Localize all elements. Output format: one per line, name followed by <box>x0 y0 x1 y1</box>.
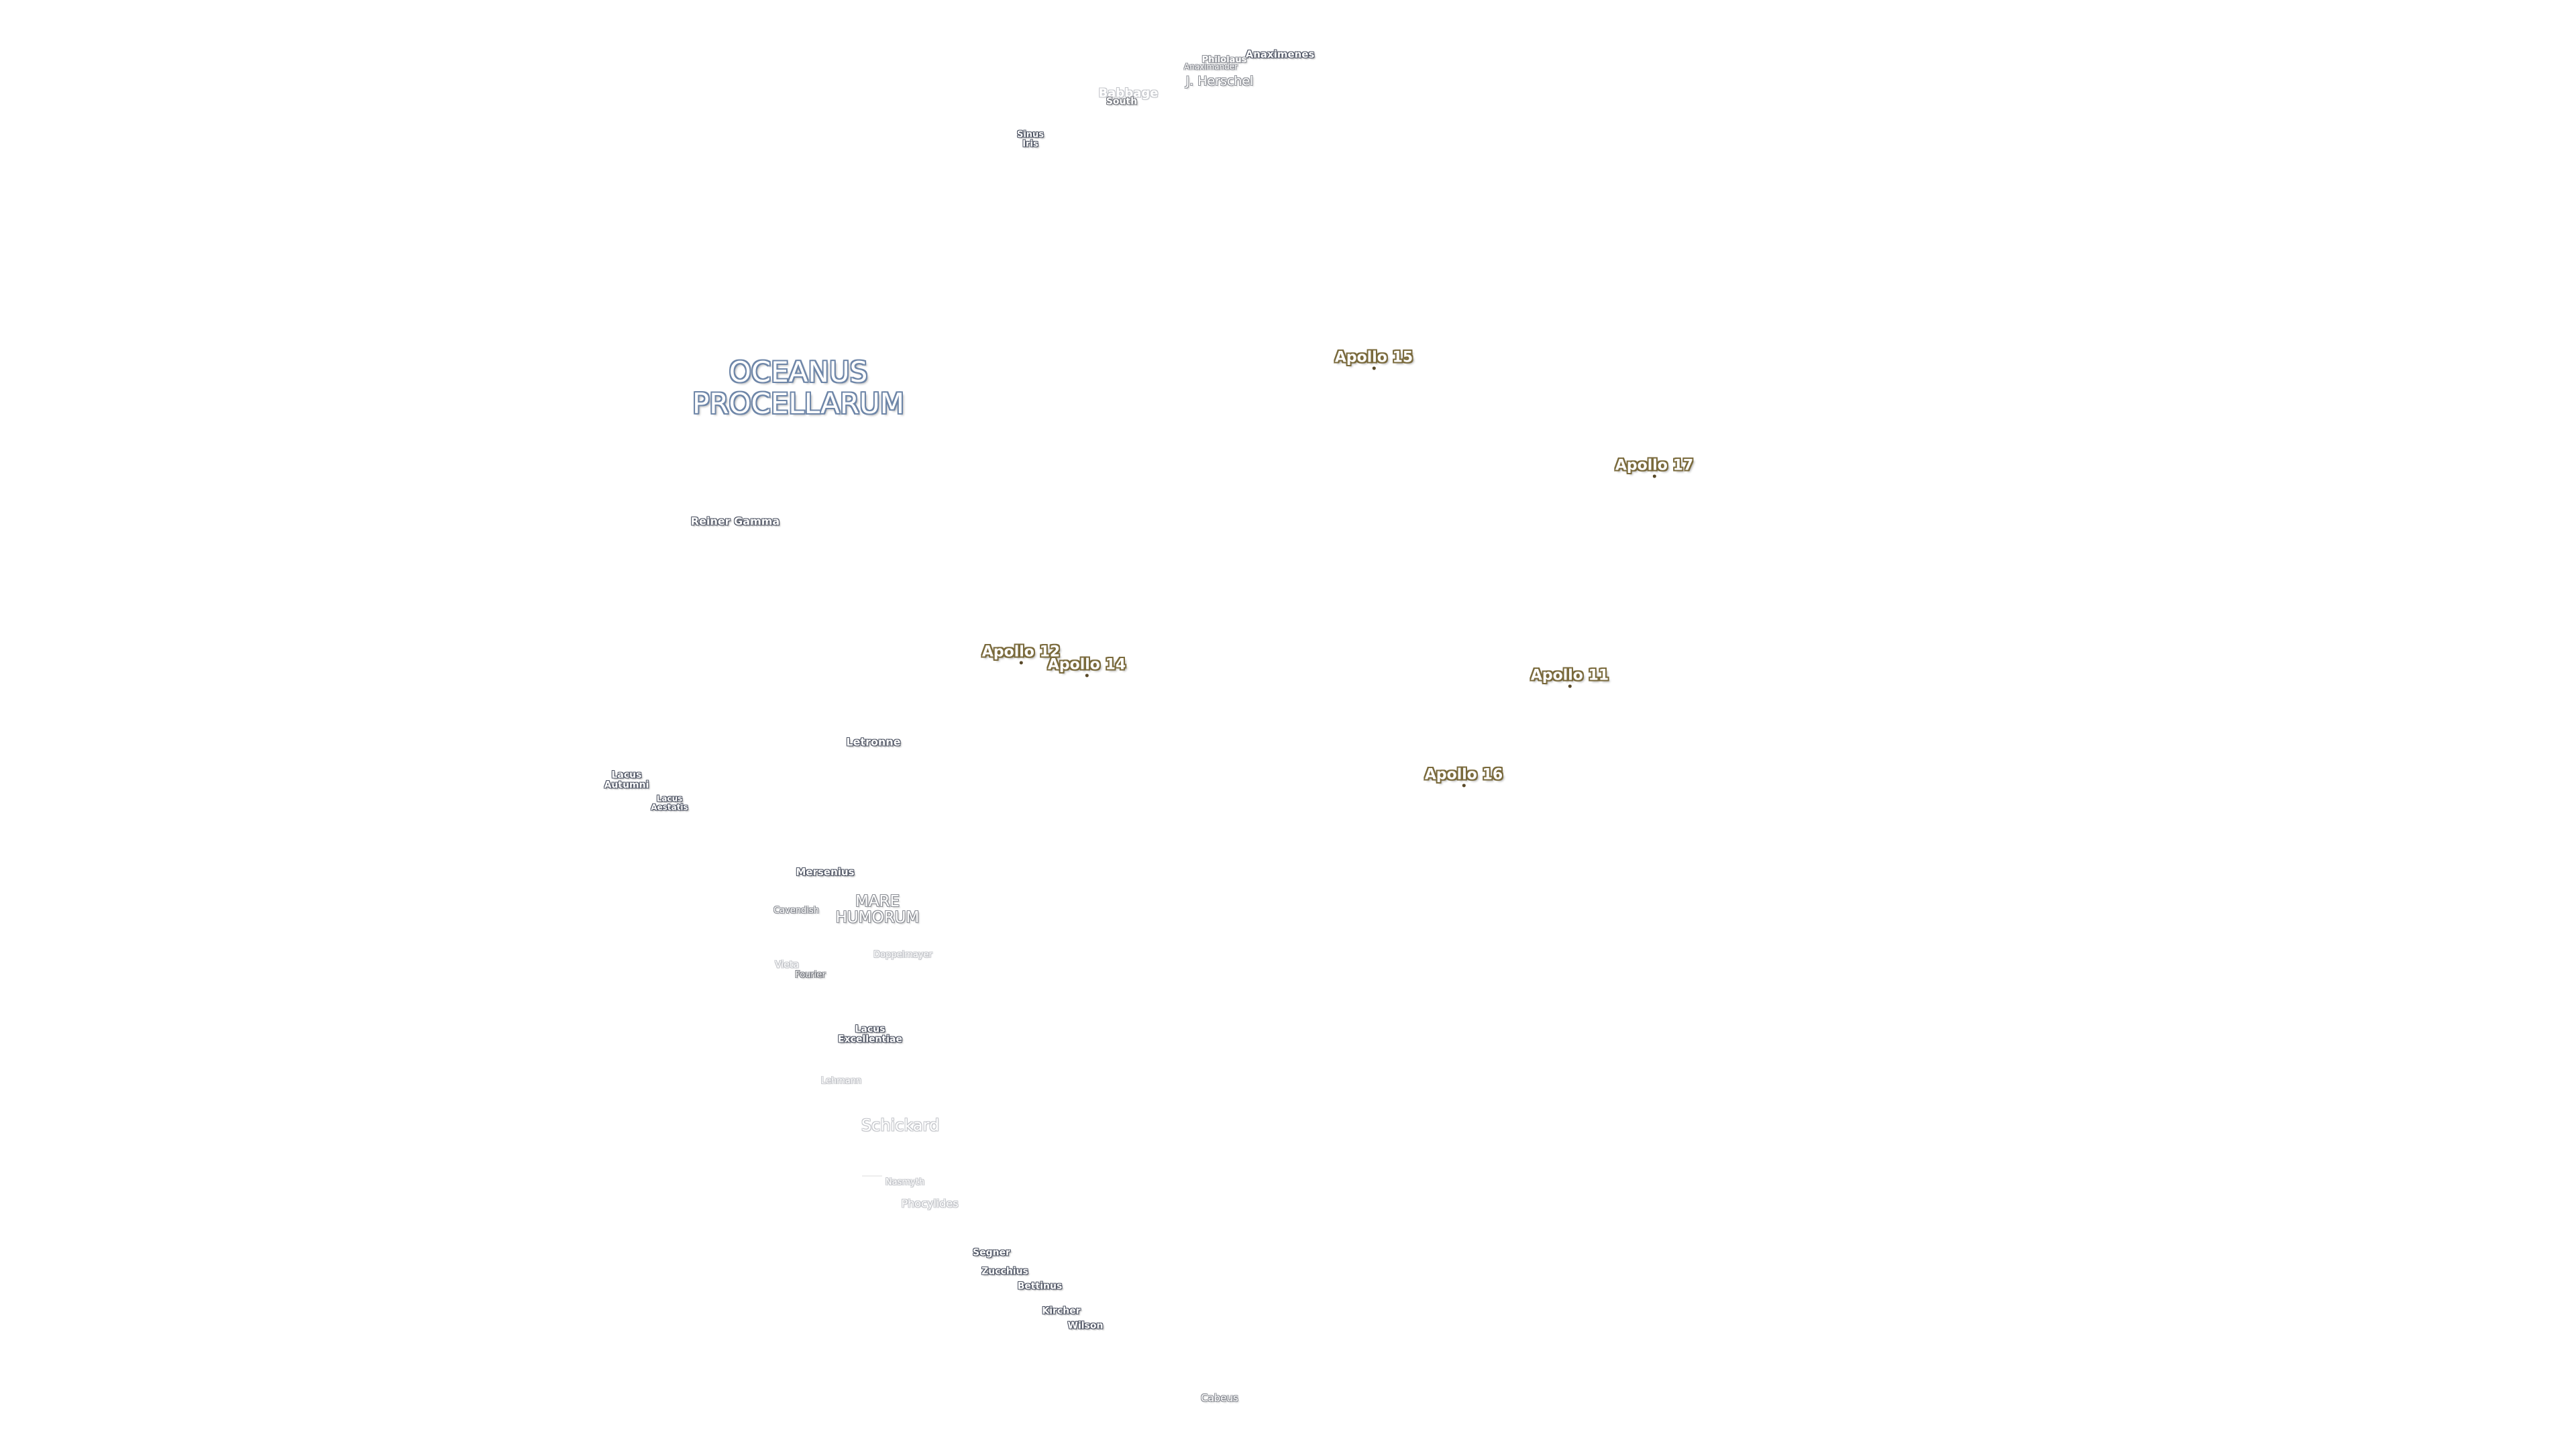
label-nasmyth[interactable]: Nasmyth <box>885 1177 925 1188</box>
label-doppelmayer[interactable]: Doppelmayer <box>873 950 932 961</box>
apollo-14-marker[interactable]: Apollo 14 <box>1047 656 1126 678</box>
apollo-11-marker[interactable]: Apollo 11 <box>1530 667 1609 688</box>
label-babbage[interactable]: Babbage <box>1098 86 1159 101</box>
label-schickard[interactable]: Schickard <box>861 1116 940 1135</box>
label-sinus-iris-line2: Iris <box>1022 139 1038 149</box>
apollo-12-marker[interactable]: Apollo 12 <box>981 643 1061 665</box>
label-wilson[interactable]: Wilson <box>1067 1320 1104 1332</box>
label-sinus-iris-line1: Sinus <box>1016 129 1044 140</box>
label-lacus-autumni[interactable]: Lacus Autumni <box>604 770 649 790</box>
sea-label-humorum: HUMORUM <box>835 909 920 926</box>
label-lacus-autumni-line1: Lacus <box>611 769 642 781</box>
label-phocylides[interactable]: Phocylides <box>901 1197 959 1210</box>
label-mersenius[interactable]: Mersenius <box>796 866 855 879</box>
label-lacus-excellentiae[interactable]: Lacus Excellentiae <box>838 1024 902 1044</box>
label-anaximenes[interactable]: Anaximenes <box>1245 48 1315 61</box>
label-lehmann[interactable]: Lehmann <box>820 1076 862 1087</box>
sea-label-mare-humorum[interactable]: MARE HUMORUM <box>836 894 920 926</box>
label-vieta[interactable]: Vieta <box>775 959 799 971</box>
label-lacus-autumni-line2: Autumni <box>604 780 649 790</box>
sea-label-oceanus: OCEANUS <box>729 355 868 388</box>
label-lacus-excellentiae-line1: Lacus <box>855 1024 885 1035</box>
apollo-15-marker[interactable]: Apollo 15 <box>1334 349 1413 370</box>
faint-trace-line <box>862 1175 882 1177</box>
label-letronne[interactable]: Letronne <box>846 735 901 749</box>
label-lacus-aestatis[interactable]: Lacus Aestatis <box>651 794 688 811</box>
label-kircher[interactable]: Kircher <box>1042 1305 1081 1317</box>
label-sinus-iris[interactable]: Sinus Iris <box>1017 130 1044 148</box>
label-cavendish[interactable]: Cavendish <box>773 906 819 916</box>
apollo-16-marker[interactable]: Apollo 16 <box>1424 766 1503 788</box>
sea-label-mare: MARE <box>855 892 900 910</box>
label-segner[interactable]: Segner <box>973 1247 1010 1258</box>
apollo-17-marker[interactable]: Apollo 17 <box>1615 457 1694 478</box>
label-reiner-gamma[interactable]: Reiner Gamma <box>690 515 780 528</box>
label-south[interactable]: South <box>1106 96 1138 107</box>
label-cabeus[interactable]: Cabeus <box>1201 1392 1238 1405</box>
label-lacus-excellentiae-line2: Excellentiae <box>838 1034 902 1044</box>
sea-label-oceanus-procellarum[interactable]: OCEANUS PROCELLARUM <box>692 356 904 419</box>
label-fourier[interactable]: Fourier <box>795 970 826 981</box>
label-bettinus[interactable]: Bettinus <box>1017 1281 1063 1292</box>
label-lacus-aestatis-line2: Aestatis <box>651 802 688 812</box>
sea-label-procellarum: PROCELLARUM <box>692 387 905 420</box>
label-zucchius[interactable]: Zucchius <box>981 1266 1028 1277</box>
label-lacus-aestatis-line1: Lacus <box>656 794 683 804</box>
label-j-herschel[interactable]: J. Herschel <box>1185 74 1254 89</box>
label-anaximander[interactable]: Anaximander <box>1183 62 1238 72</box>
label-philolaus[interactable]: Philolaus <box>1201 55 1247 66</box>
